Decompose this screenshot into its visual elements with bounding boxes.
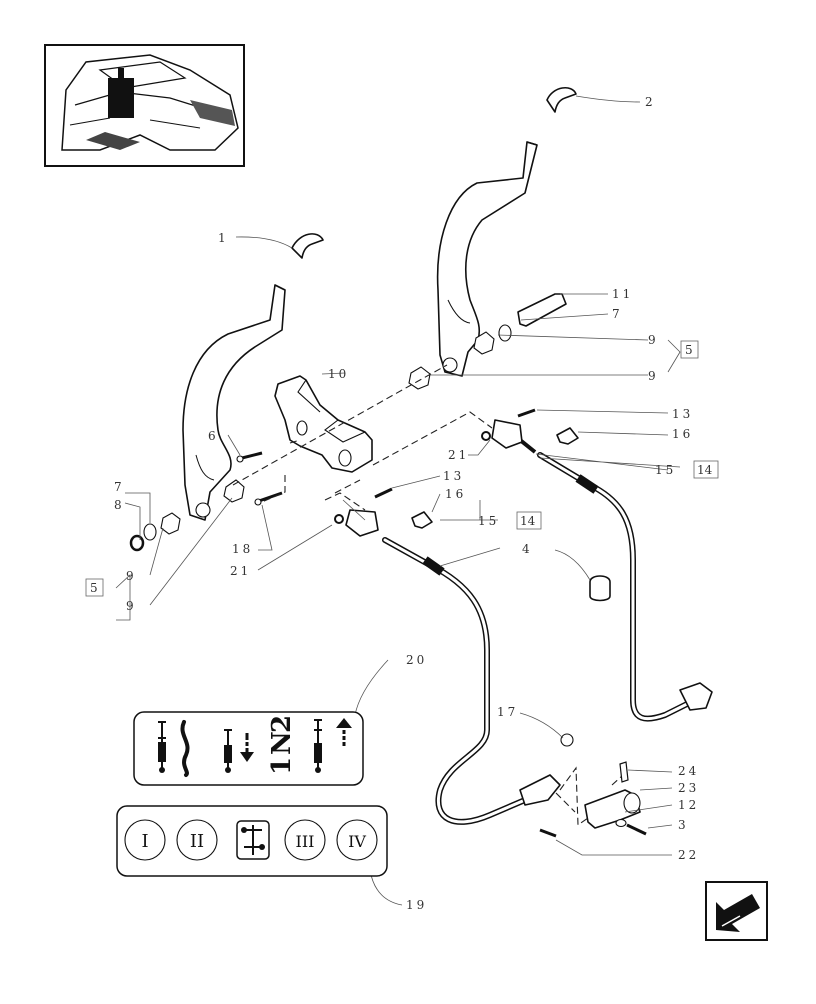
gear-2-label: II (190, 831, 204, 852)
callout-6: 6 (208, 429, 219, 443)
callout-8: 8 (114, 498, 125, 512)
knob-cover-2 (546, 87, 577, 113)
leader-lines (115, 95, 681, 906)
callout-4: 4 (522, 542, 533, 556)
lever-down-icon (224, 729, 232, 773)
wave-icon (180, 720, 190, 777)
assembly-lines (232, 364, 624, 827)
range-glyph-1: 1 (267, 757, 297, 775)
gear-2-badge (176, 819, 218, 861)
gear-1-badge (124, 819, 166, 861)
lever-lock-icon (314, 719, 322, 773)
tractor-cab-locator-icon (61, 54, 239, 151)
callout-5-right: 5 (685, 343, 693, 357)
callout-16-right: 16 (672, 427, 693, 441)
back-arrow-icon[interactable] (716, 894, 760, 932)
range-glyph-n: N (267, 731, 297, 755)
right-lever (436, 141, 538, 377)
callout-15-left: 15 (478, 514, 499, 528)
callout-labels: 1 2 3 4 5 5 6 7 7 8 9 9 9 9 10 11 12 13 … (85, 95, 719, 912)
callout-13-left: 13 (443, 469, 464, 483)
callout-7-left: 7 (114, 480, 125, 494)
callout-24: 24 (678, 764, 699, 778)
gear-3-badge (284, 819, 326, 861)
gear-3-label: III (296, 832, 315, 851)
callout-1: 1 (218, 231, 229, 245)
arrow-down-icon (240, 733, 254, 762)
callout-23: 23 (678, 781, 699, 795)
hardware (334, 408, 647, 838)
callout-14-left: 14 (520, 514, 536, 528)
cable-15-upper (491, 419, 713, 722)
callout-13-right: 13 (672, 407, 693, 421)
callout-14-right: 14 (697, 463, 713, 477)
callout-16-left: 16 (445, 487, 466, 501)
callout-9c: 9 (126, 569, 137, 583)
shift-pattern-icon (236, 820, 270, 860)
locator-inset (44, 44, 245, 167)
range-glyphs: 1 N 2 (267, 715, 297, 775)
callout-2: 2 (645, 95, 656, 109)
callout-3: 3 (678, 818, 689, 832)
callout-17: 17 (497, 705, 518, 719)
callout-7-right: 7 (612, 307, 623, 321)
callout-9d: 9 (126, 599, 137, 613)
callout-12: 12 (678, 798, 699, 812)
left-lever (182, 284, 286, 521)
knob-cover-1 (291, 233, 324, 259)
callout-22: 22 (678, 848, 699, 862)
callout-15-right: 15 (655, 463, 676, 477)
gear-4-label: IV (348, 832, 366, 851)
right-lever-parts (408, 293, 567, 390)
gear-1-label: I (141, 831, 148, 852)
callout-21-right: 21 (448, 448, 469, 462)
gear-4-badge (336, 819, 378, 861)
callout-18: 18 (232, 542, 253, 556)
mounting-bracket (274, 375, 373, 473)
callout-11: 11 (612, 287, 633, 301)
callout-21-left: 21 (230, 564, 251, 578)
back-nav-button[interactable] (705, 881, 768, 941)
callout-5-left: 5 (90, 581, 98, 595)
cable-15-lower (345, 509, 561, 825)
decal-19: I II III IV (116, 805, 388, 877)
decal-20: 1 N 2 (133, 711, 364, 786)
callout-9b: 9 (648, 369, 659, 383)
arrow-up-icon (336, 718, 352, 746)
callout-20: 20 (406, 653, 427, 667)
callout-19: 19 (406, 898, 427, 912)
range-glyph-2: 2 (267, 715, 297, 733)
lever-up-icon (158, 721, 166, 773)
callout-9a: 9 (648, 333, 659, 347)
callout-10: 10 (328, 367, 349, 381)
